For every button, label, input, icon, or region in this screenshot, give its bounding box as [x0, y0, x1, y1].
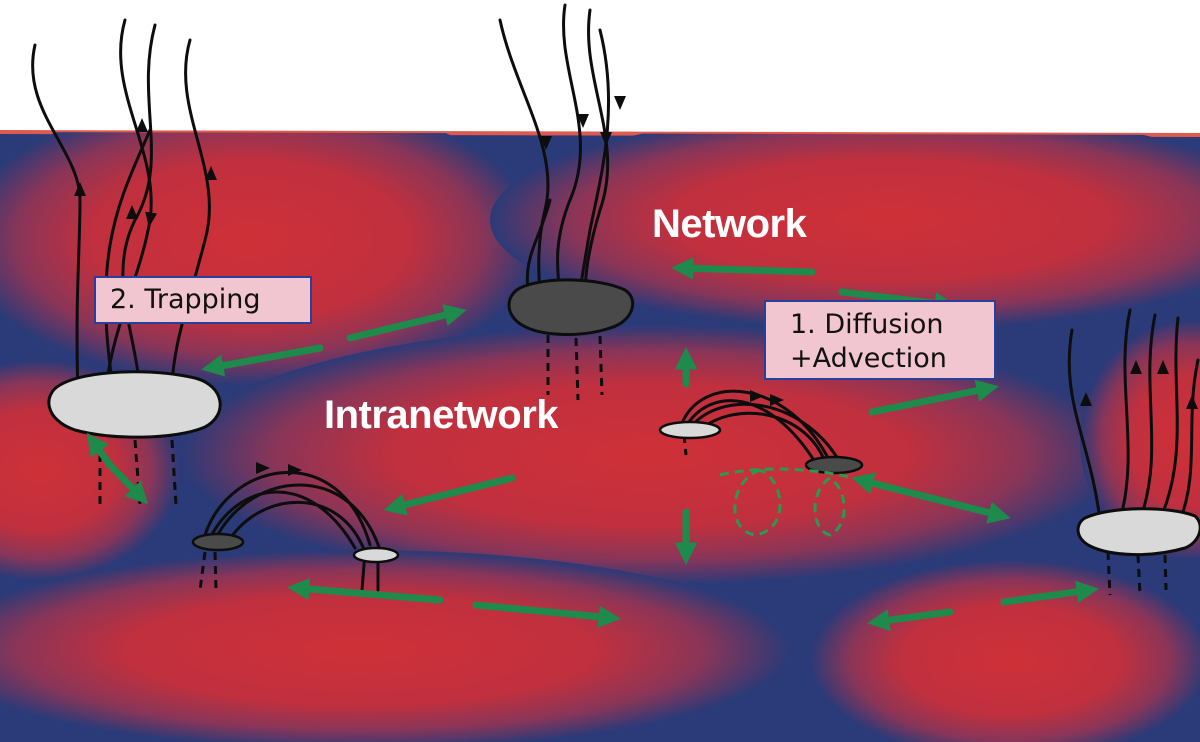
flow-arrow-icon: [346, 304, 467, 342]
flow-arrow-icon: [201, 344, 324, 377]
flux-patch-light: [658, 420, 722, 440]
flow-arrow-icon: [1000, 580, 1099, 606]
cell-right: [1080, 320, 1200, 560]
field-line-arrow-icon: [577, 114, 589, 128]
field-lines-center-network: [498, 3, 611, 302]
advection-label: +Advection: [790, 343, 947, 374]
field-line-arrow-icon: [1157, 360, 1169, 374]
field-line-arrows-bottom-left: [256, 462, 302, 476]
field-line-arrow-icon: [1130, 360, 1142, 374]
field-line-arrow-icon: [74, 182, 86, 196]
flux-patch-light: [352, 546, 400, 564]
flow-arrow-icon: [867, 608, 954, 632]
field-line-arrow-icon: [256, 462, 270, 474]
flow-arrow-icon: [86, 432, 149, 505]
cell-bottom-left: [0, 550, 790, 742]
intranetwork-loops-bottom-left: [203, 471, 382, 592]
flow-arrow-icon: [383, 474, 516, 516]
flow-arrow-icon: [287, 577, 444, 604]
flux-patches-network: [47, 278, 1200, 556]
field-line-arrow-icon: [136, 118, 148, 132]
flux-patch-dark: [804, 455, 864, 475]
field-line-arrow-icon: [540, 136, 552, 150]
trapping-label-box: 2. Trapping: [94, 276, 312, 324]
intranetwork-label: Intranetwork: [324, 393, 559, 437]
field-lines-right-network: [1067, 308, 1200, 522]
flow-arrow-icon: [851, 472, 1011, 524]
field-line-arrow-icon: [1186, 395, 1198, 409]
field-line-arrow-icon: [614, 96, 626, 110]
trapping-label: 2. Trapping: [110, 284, 261, 315]
field-line-arrow-icon: [205, 166, 217, 180]
field-line-arrows-left: [74, 118, 217, 219]
diffusion-label-box: 1. Diffusion +Advection: [764, 300, 996, 380]
flow-arrow-icon: [472, 601, 621, 628]
field-line-arrow-icon: [600, 132, 612, 146]
flux-patches-bottom-left: [191, 532, 400, 564]
flux-patch-dark: [191, 532, 245, 552]
flux-patches-center: [658, 420, 864, 475]
diffusion-label: 1. Diffusion: [790, 309, 944, 340]
flux-patch-left: [47, 370, 222, 439]
field-line-arrow-icon: [750, 390, 764, 402]
intranetwork-loops-center: [678, 389, 842, 464]
flux-patch-right: [1076, 507, 1200, 556]
field-line-arrows-center-loops: [750, 390, 784, 406]
flux-patch-center: [507, 278, 635, 336]
cell-bottom-right: [810, 560, 1200, 742]
field-line-arrow-icon: [126, 205, 138, 219]
field-line-arrow-icon: [1080, 392, 1092, 406]
network-label: Network: [652, 202, 807, 246]
dashed-vortex: [719, 467, 861, 537]
field-line-arrow-icon: [770, 394, 784, 406]
flow-arrow-icon: [671, 257, 816, 280]
flow-arrow-icon: [868, 379, 999, 416]
field-lines-left-network: [31, 18, 211, 402]
field-line-arrows-right: [1080, 360, 1198, 409]
field-line-arrows-center: [540, 96, 626, 150]
field-line-arrow-icon: [288, 464, 302, 476]
